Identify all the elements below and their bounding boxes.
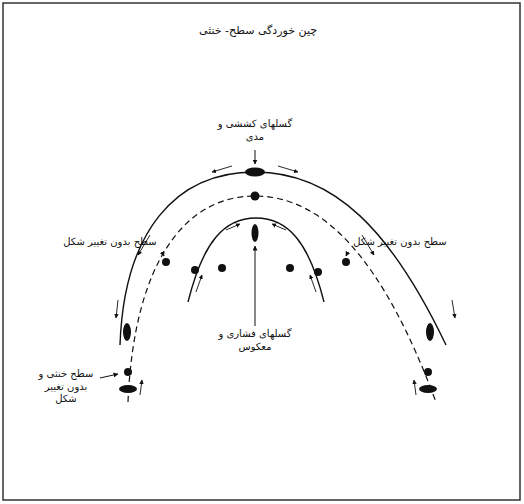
fault-label: گسلهای فشاری و معکوس — [215, 328, 295, 353]
surface-label: سطح بدون تغییر شکل — [54, 236, 166, 249]
fault-label: گسلهای کششی و مدی — [215, 118, 295, 143]
surface-label: سطح بدون تغییر شکل — [344, 236, 456, 249]
neutral-surface-label: سطح خنثی و بدون تغییر شکل — [35, 368, 97, 406]
diagram-title: چین خوردگی سطح- خنثی — [148, 24, 368, 38]
